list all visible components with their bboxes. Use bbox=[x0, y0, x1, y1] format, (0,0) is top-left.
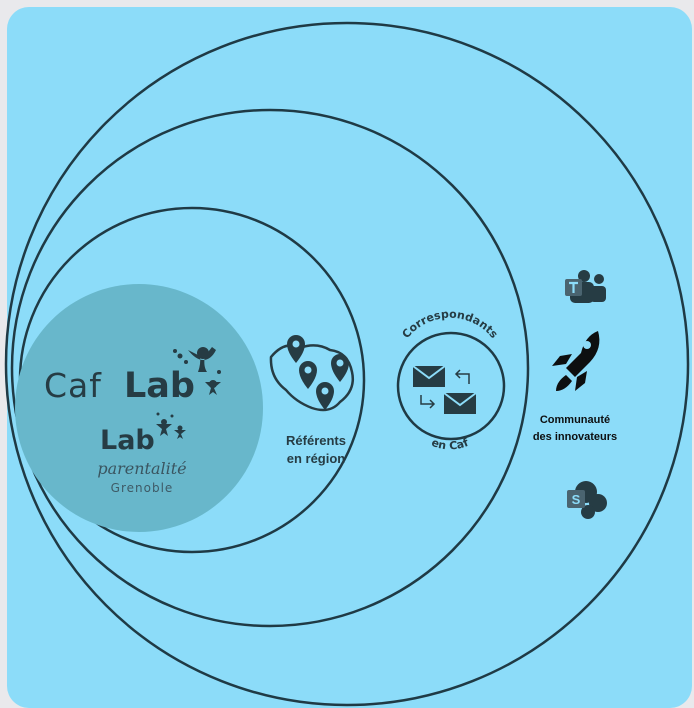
sharepoint-icon: S bbox=[567, 481, 607, 519]
correspondants-bottom: en Caf bbox=[430, 436, 471, 453]
lab2-text: Lab bbox=[100, 425, 155, 456]
teams-icon bbox=[565, 270, 606, 303]
referents-line2: en région bbox=[287, 451, 346, 466]
communaute-line1: Communauté bbox=[540, 414, 610, 426]
communaute-line2: des innovateurs bbox=[533, 431, 617, 443]
ring-mail bbox=[396, 331, 506, 441]
lab-disc bbox=[15, 284, 263, 532]
referents-line1: Référents bbox=[286, 433, 346, 448]
rocket-icon bbox=[552, 331, 600, 391]
people-icon bbox=[173, 347, 221, 395]
lab-text: Lab bbox=[124, 366, 195, 406]
small-people-icon bbox=[156, 412, 186, 439]
correspondants-top: Correspondants bbox=[400, 308, 501, 342]
map-pins-icon bbox=[269, 335, 354, 412]
ring-communaute bbox=[4, 21, 690, 707]
mail-exchange-icon bbox=[412, 365, 477, 414]
caf-text: Caf bbox=[44, 366, 102, 405]
svg-text:S: S bbox=[572, 492, 581, 507]
parentalite-text: parentalité bbox=[97, 459, 186, 478]
ring-correspondants bbox=[10, 108, 530, 628]
city-text: Grenoble bbox=[111, 481, 174, 495]
